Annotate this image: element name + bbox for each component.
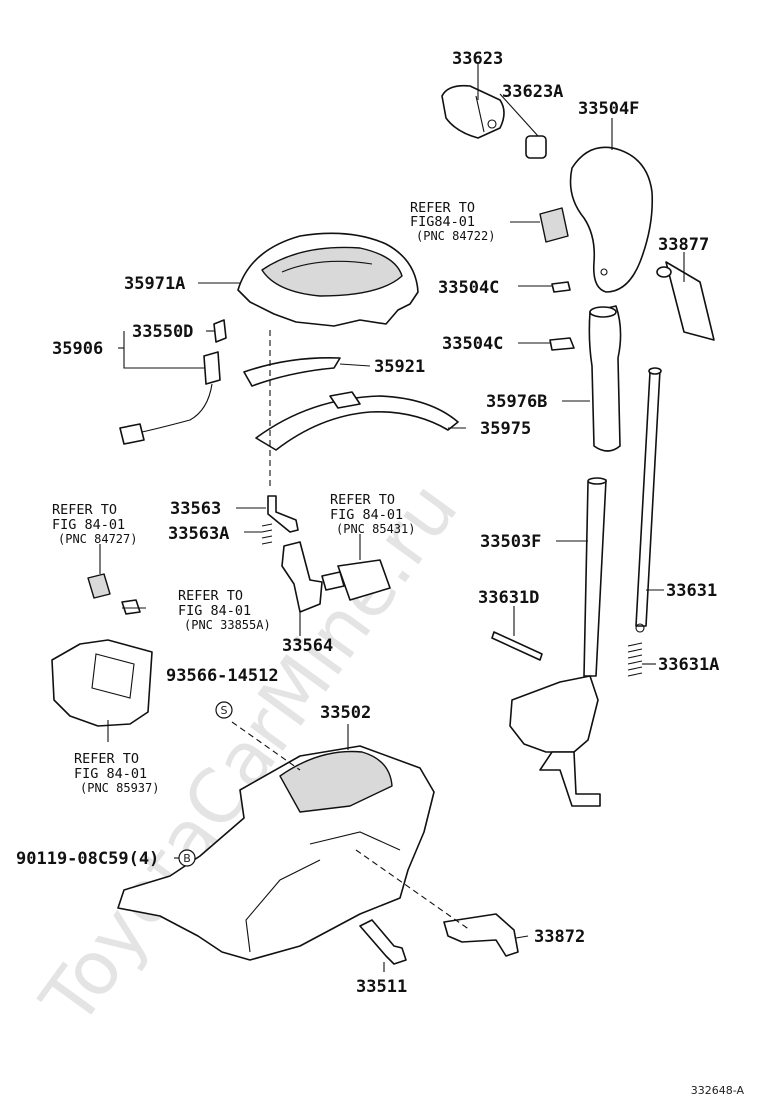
svg-text:REFER TO: REFER TO	[410, 200, 475, 216]
part-33503F-lever	[509, 477, 607, 807]
label-35906[interactable]: 35906	[52, 339, 103, 359]
assembly-lines	[231, 330, 471, 931]
svg-text:(PNC 84722): (PNC 84722)	[416, 229, 495, 243]
ref-block-33855A[interactable]: REFER TO FIG 84-01 (PNC 33855A)	[178, 588, 271, 632]
leader-lines	[99, 64, 685, 972]
label-33563A[interactable]: 33563A	[168, 524, 229, 544]
label-35976B[interactable]: 35976B	[486, 392, 547, 412]
part-84727-switch	[87, 573, 111, 599]
diagram-code: 332648-A	[691, 1084, 745, 1097]
part-33855A-plug	[121, 599, 141, 615]
part-35971A-housing	[237, 232, 419, 327]
part-33564-link	[281, 541, 323, 613]
label-93566-14512[interactable]: 93566-14512	[166, 666, 279, 686]
label-33563[interactable]: 33563	[170, 499, 221, 519]
ref-block-84722[interactable]: REFER TO FIG84-01 (PNC 84722)	[410, 200, 495, 243]
part-33504F-shift-knob	[569, 146, 654, 293]
ref-block-84727[interactable]: REFER TO FIG 84-01 (PNC 84727)	[52, 502, 137, 546]
label-33504C-top[interactable]: 33504C	[438, 278, 499, 298]
label-33877[interactable]: 33877	[658, 235, 709, 255]
ref-block-85937[interactable]: REFER TO FIG 84-01 (PNC 85937)	[74, 751, 159, 795]
part-33623-button	[441, 84, 505, 139]
part-33872-bracket	[443, 913, 519, 957]
svg-text:REFER TO: REFER TO	[330, 492, 395, 508]
label-33504F[interactable]: 33504F	[578, 99, 639, 119]
part-35921-plate	[243, 356, 341, 387]
part-33550D-bulb	[213, 319, 227, 343]
label-35921[interactable]: 35921	[374, 357, 425, 377]
svg-text:(PNC 85937): (PNC 85937)	[80, 781, 159, 795]
part-33504C-screw-mid	[549, 337, 575, 351]
part-33502-base	[117, 745, 435, 961]
part-33511-bolt	[359, 919, 407, 965]
svg-text:REFER TO: REFER TO	[52, 502, 117, 518]
label-35971A[interactable]: 35971A	[124, 274, 185, 294]
svg-text:(PNC 84727): (PNC 84727)	[58, 532, 137, 546]
ref-block-85431[interactable]: REFER TO FIG 84-01 (PNC 85431)	[330, 492, 415, 536]
part-33877-tag	[656, 261, 715, 341]
part-33504C-screw-top	[551, 281, 571, 293]
svg-text:REFER TO: REFER TO	[178, 588, 243, 604]
part-35906-harness	[119, 351, 221, 445]
part-85431-solenoid	[321, 559, 391, 601]
label-33564[interactable]: 33564	[282, 636, 333, 656]
label-33550D[interactable]: 33550D	[132, 322, 193, 342]
label-33631[interactable]: 33631	[666, 581, 717, 601]
svg-text:S: S	[221, 704, 228, 717]
label-33503F[interactable]: 33503F	[480, 532, 541, 552]
part-33631D-pin	[491, 631, 543, 661]
label-90119-08C59[interactable]: 90119-08C59(4)	[16, 849, 159, 869]
svg-text:FIG84-01: FIG84-01	[410, 214, 475, 230]
label-33872[interactable]: 33872	[534, 927, 585, 947]
svg-text:(PNC 33855A): (PNC 33855A)	[184, 618, 271, 632]
svg-text:FIG 84-01: FIG 84-01	[178, 603, 251, 619]
svg-text:REFER TO: REFER TO	[74, 751, 139, 767]
part-35976B-sleeve	[588, 305, 622, 452]
label-33511[interactable]: 33511	[356, 977, 407, 997]
part-85937-unit	[51, 639, 153, 727]
part-33623A-spring	[525, 135, 547, 159]
label-33631A[interactable]: 33631A	[658, 655, 719, 675]
svg-text:(PNC 85431): (PNC 85431)	[336, 522, 415, 536]
part-33631-rod	[635, 367, 662, 633]
svg-text:FIG 84-01: FIG 84-01	[330, 507, 403, 523]
marker-s: S	[215, 701, 233, 719]
part-35975-cover	[255, 391, 459, 451]
label-33623[interactable]: 33623	[452, 49, 503, 69]
label-33623A[interactable]: 33623A	[502, 82, 563, 102]
label-33502[interactable]: 33502	[320, 703, 371, 723]
label-33504C-mid[interactable]: 33504C	[442, 334, 503, 354]
svg-text:B: B	[183, 852, 191, 865]
part-84722-switch	[539, 207, 569, 243]
label-33631D[interactable]: 33631D	[478, 588, 539, 608]
marker-b: B	[178, 849, 196, 867]
svg-text:FIG 84-01: FIG 84-01	[74, 766, 147, 782]
part-33563A-spring	[261, 523, 273, 545]
part-33563-clip	[267, 495, 299, 533]
label-35975[interactable]: 35975	[480, 419, 531, 439]
svg-text:FIG 84-01: FIG 84-01	[52, 517, 125, 533]
part-33631A-spring	[627, 642, 643, 677]
